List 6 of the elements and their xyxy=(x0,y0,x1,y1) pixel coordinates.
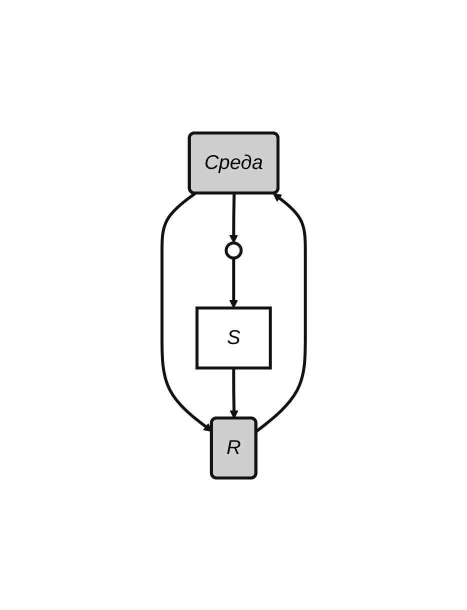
arrow xyxy=(229,192,238,243)
arrow xyxy=(229,368,238,418)
node-box: S xyxy=(195,306,272,369)
arrow xyxy=(229,258,238,308)
arrow xyxy=(255,192,307,432)
node-circle xyxy=(224,241,242,259)
